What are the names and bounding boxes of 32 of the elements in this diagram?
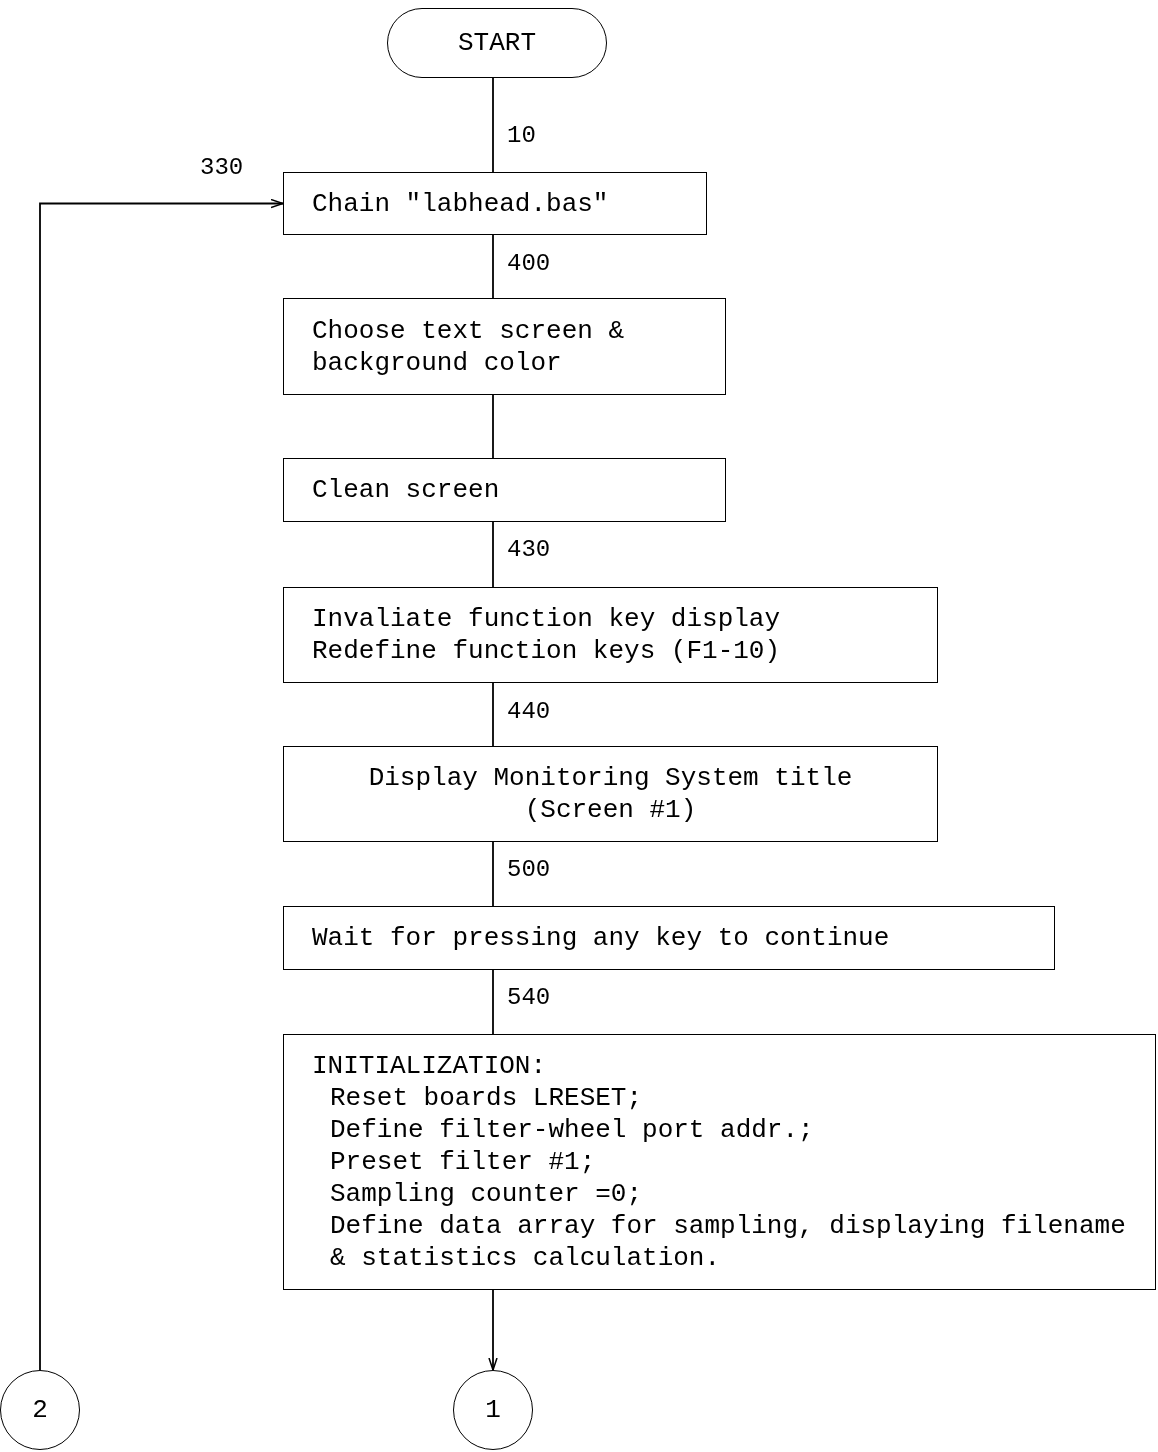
process-text: Reset boards LRESET; [329,1082,643,1114]
process-text: Chain "labhead.bas" [312,187,609,220]
process-text: Preset filter #1; [329,1146,596,1178]
flow-line [492,682,494,747]
process-box [283,298,726,395]
flow-line [492,77,494,173]
process-box [283,172,707,235]
flow-line [39,198,284,1371]
process-text: Display Monitoring System title (Screen #1) [367,762,854,826]
process-text: Sampling counter =0; [329,1178,643,1210]
process-text: INITIALIZATION: [312,1050,547,1082]
process-box [283,746,938,842]
flow-line [488,1289,498,1371]
process-text: Choose text screen & background color [312,314,626,379]
flow-line [492,521,494,588]
terminal-label: START [458,27,536,59]
process-text: Invaliate function key display [312,603,781,635]
process-text: Define filter-wheel port addr.; [329,1114,814,1146]
process-text: Clean screen [312,474,500,506]
process-text: Define data array for sampling, displaying filename & statistics calculation. [329,1210,1127,1274]
process-box [283,458,726,522]
flow-line [492,841,494,907]
process-box [283,1034,1156,1290]
connector-number: 1 [485,1394,501,1426]
connector-number: 2 [32,1394,48,1426]
flow-line [492,234,494,299]
process-text: Redefine function keys (F1-10) [312,635,781,667]
flow-line [492,969,494,1035]
process-text: Wait for pressing any key to continue [312,922,890,954]
process-box [283,906,1055,970]
flow-line [492,394,494,459]
process-box [283,587,938,683]
